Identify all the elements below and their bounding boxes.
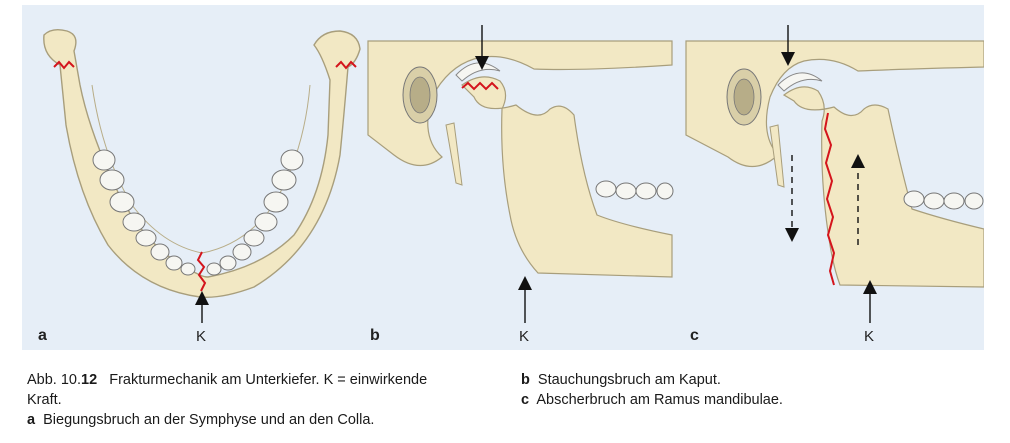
- caption-item-text-b: Stauchungsbruch am Kaput.: [537, 372, 721, 388]
- caption-item-letter-a: a: [27, 412, 36, 428]
- force-label-c: K: [864, 328, 874, 345]
- caption-number-prefix: Abb. 10.: [27, 372, 82, 388]
- mandible-ramus-b: [461, 76, 673, 278]
- fracture-lines-a: [53, 60, 357, 292]
- figure-caption-left: Abb. 10.12 Frakturmechanik am Unterkiefe…: [27, 370, 497, 430]
- caption-item-letter-b: b: [521, 372, 530, 388]
- skull-base-b: [367, 40, 673, 167]
- teeth-c: [903, 190, 984, 210]
- figure-caption-right: b Stauchungsbruch am Kaput. c Abscherbru…: [521, 370, 961, 410]
- teeth-right: [206, 149, 304, 276]
- panel-label-c: c: [690, 327, 699, 344]
- caption-title: Frakturmechanik am Unterkiefer. K = einw…: [109, 372, 428, 388]
- caption-item-letter-c: c: [521, 392, 530, 408]
- articular-disc-b: [455, 62, 501, 82]
- caption-item-text-c: Abscherbruch am Ramus mandibulae.: [536, 392, 783, 408]
- force-label-b: K: [519, 328, 529, 345]
- caption-item-text-a: Biegungsbruch an der Symphyse und an den…: [43, 412, 375, 428]
- mandible-ramus-c: [782, 86, 984, 288]
- panel-a-mandible: a K: [38, 28, 361, 345]
- force-label-a: K: [196, 328, 206, 345]
- fracture-line-c: [823, 112, 836, 286]
- panel-b-tmj: b K: [367, 25, 674, 345]
- articular-disc-c: [777, 72, 823, 92]
- caption-title-cont: Kraft.: [27, 392, 62, 408]
- panel-label-b: b: [370, 327, 380, 344]
- figure-panel-area: a K: [22, 5, 984, 350]
- teeth-left: [92, 149, 196, 276]
- caption-number: 12: [81, 372, 98, 388]
- panel-label-a: a: [38, 327, 47, 344]
- panel-c-ramus: c K: [685, 25, 984, 345]
- figure-illustration: a K: [38, 25, 984, 345]
- fracture-line-b: [461, 81, 499, 91]
- mandible-arch: [43, 28, 361, 298]
- teeth-b: [595, 180, 674, 200]
